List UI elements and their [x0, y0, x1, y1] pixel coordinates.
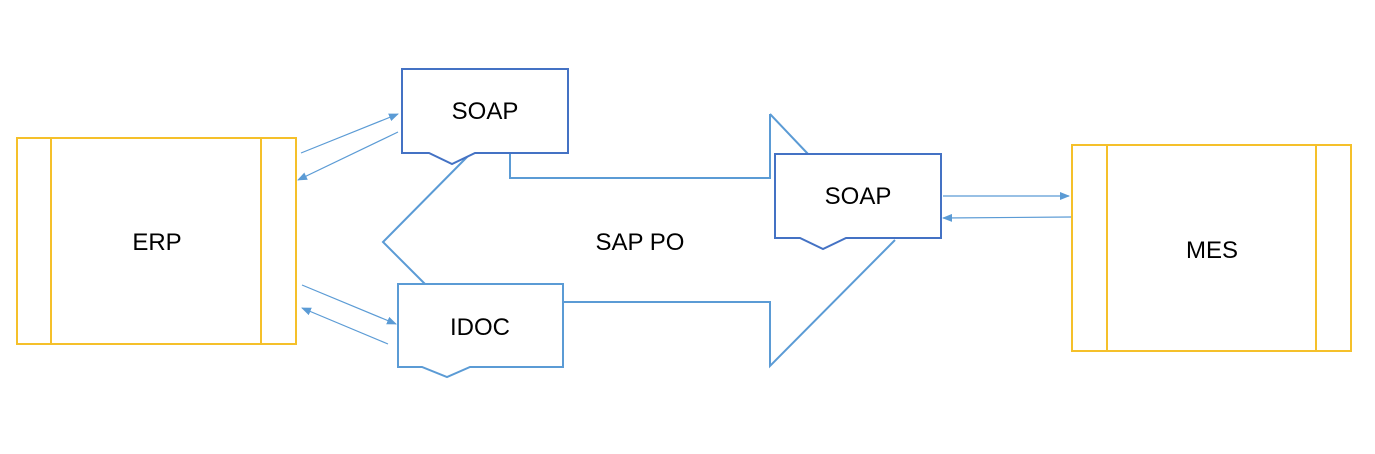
mes-system: MES: [1071, 144, 1352, 352]
erp-to-soap-arrow: [300, 113, 399, 154]
sap-po-label: SAP PO: [596, 229, 685, 256]
soap-right-message: SOAP: [774, 153, 942, 251]
idoc-to-erp-arrow: [301, 307, 389, 345]
mes-to-soap-arrow: [942, 213, 1072, 222]
soap-right-label: SOAP: [825, 183, 892, 210]
erp-system: ERP: [16, 137, 297, 345]
idoc-message: IDOC: [397, 283, 564, 379]
soap-to-erp-arrow: [297, 131, 399, 181]
erp-label: ERP: [132, 229, 181, 256]
erp-to-idoc-arrow: [301, 284, 397, 325]
soap-top-message: SOAP: [401, 68, 569, 166]
idoc-label: IDOC: [450, 314, 510, 341]
sap-po-outline-arrow: [381, 113, 896, 369]
soap-top-label: SOAP: [452, 98, 519, 125]
mes-label: MES: [1186, 237, 1238, 264]
